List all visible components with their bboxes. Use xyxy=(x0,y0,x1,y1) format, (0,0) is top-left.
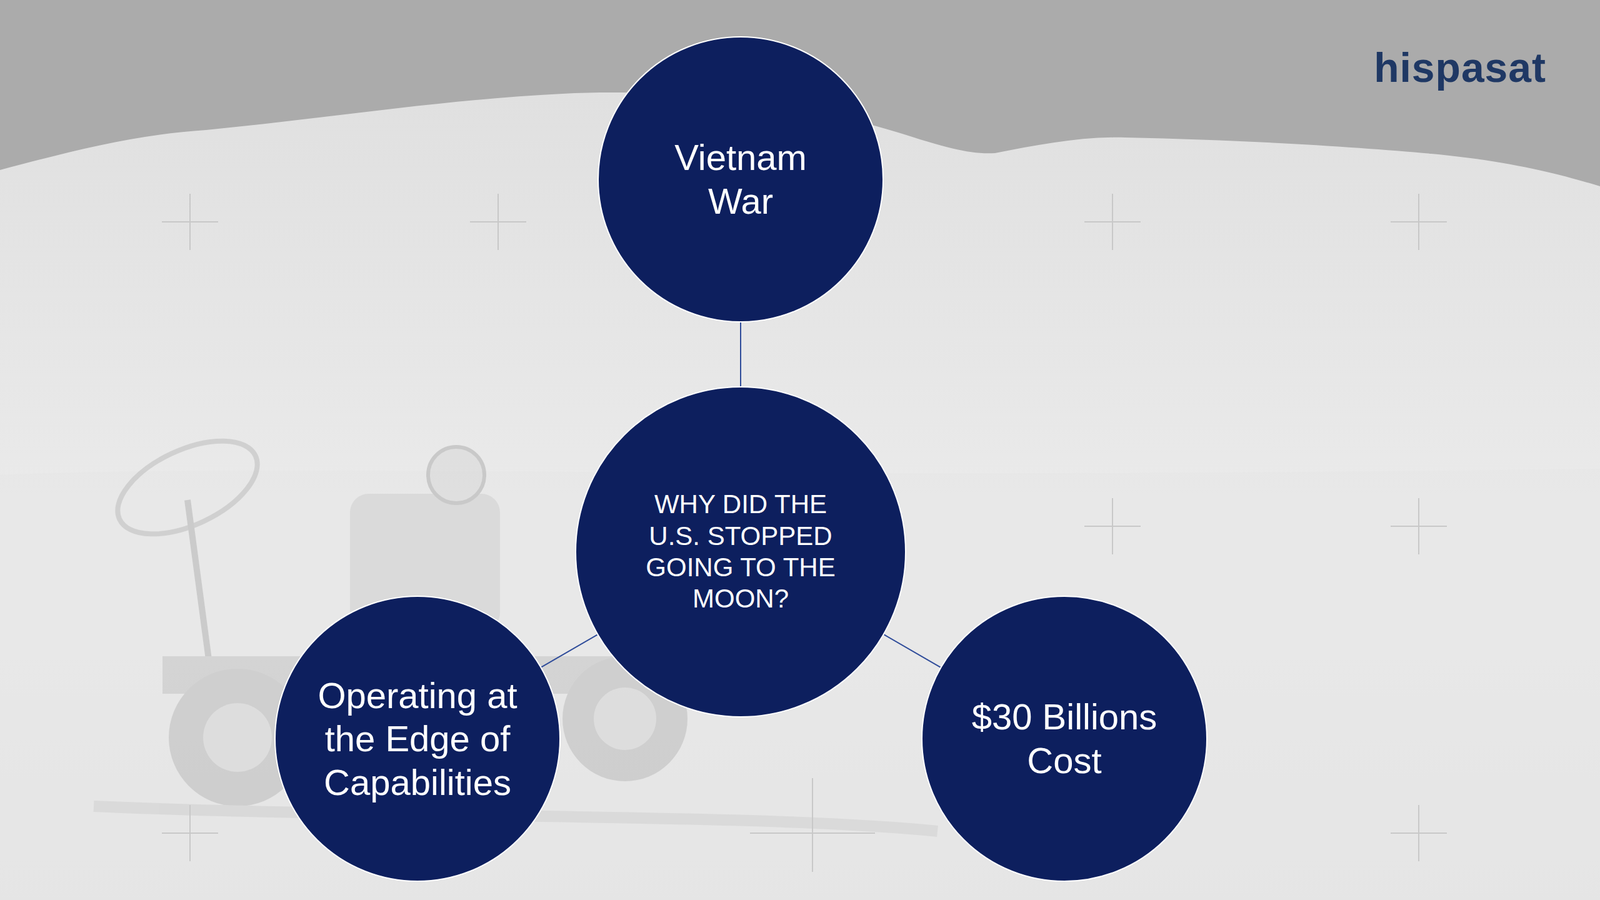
question-circle: WHY DID THE U.S. STOPPED GOING TO THE MO… xyxy=(575,386,907,718)
reason-circle: Vietnam War xyxy=(597,36,884,323)
reason-circle: $30 Billions Cost xyxy=(921,595,1208,882)
connector-line xyxy=(541,635,597,668)
reason-circle: Operating at the Edge of Capabilities xyxy=(274,595,561,882)
circle-text: $30 Billions Cost xyxy=(958,695,1171,782)
connector-line xyxy=(884,634,941,667)
company-logo: hispasat xyxy=(1373,43,1547,92)
circle-text: WHY DID THE U.S. STOPPED GOING TO THE MO… xyxy=(637,488,844,615)
connector-line xyxy=(740,322,742,387)
circle-text: Vietnam War xyxy=(659,135,822,223)
circle-text: Operating at the Edge of Capabilities xyxy=(317,673,518,805)
